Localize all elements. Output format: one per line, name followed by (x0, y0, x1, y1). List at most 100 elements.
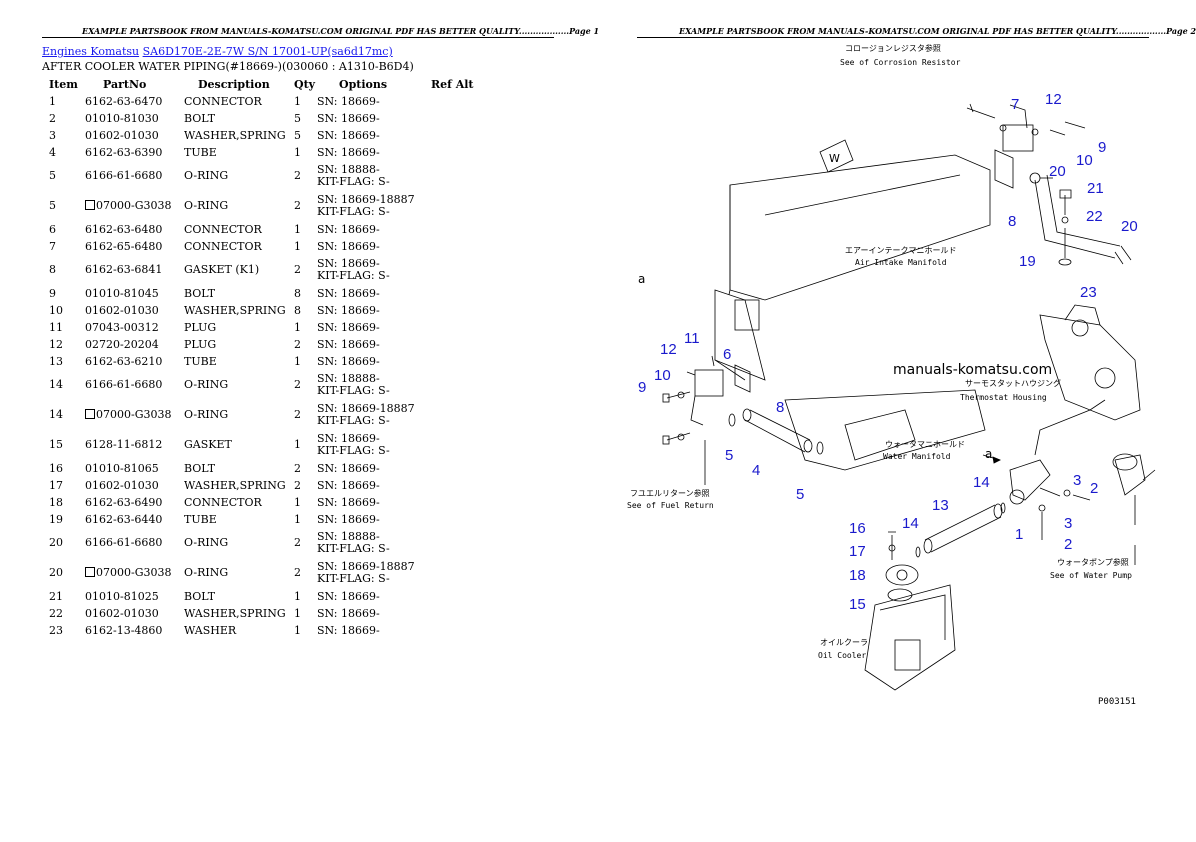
cell-description-text: GASKET (K1) (184, 263, 260, 276)
cell-description: BOLT (184, 285, 294, 302)
cell-options-sn: SN: 18669- (317, 432, 380, 445)
cell-partno: 07000-G3038 (85, 191, 184, 221)
cell-item-text: 16 (49, 461, 63, 475)
cell-qty: 1 (294, 588, 317, 605)
cell-description: WASHER,SPRING (184, 127, 294, 144)
cell-ref-alt (431, 511, 474, 528)
callout-7: 7 (1011, 96, 1019, 113)
cell-qty-text: 8 (294, 286, 301, 300)
cell-item-text: 23 (49, 623, 63, 637)
cell-ref-alt (431, 605, 474, 622)
cell-partno-text: 6162-63-6490 (85, 495, 163, 509)
cell-qty-text: 1 (294, 495, 301, 509)
parts-table: Item PartNo Description Qty Options Ref … (42, 76, 474, 639)
cell-item-text: 5 (49, 199, 56, 212)
figure-id: P003151 (1098, 697, 1136, 707)
cell-item: 14 (42, 400, 85, 430)
callout-12: 12 (660, 341, 677, 358)
water-pump-label: See of Water Pump (1050, 571, 1132, 580)
cell-qty: 1 (294, 93, 317, 110)
cell-item: 20 (42, 558, 85, 588)
cell-description: WASHER,SPRING (184, 605, 294, 622)
cell-partno: 07043-00312 (85, 319, 184, 336)
cell-partno: 01602-01030 (85, 477, 184, 494)
cell-qty: 1 (294, 430, 317, 460)
cell-qty: 2 (294, 336, 317, 353)
cell-qty: 1 (294, 238, 317, 255)
cell-ref-alt (431, 558, 474, 588)
breadcrumb-link-engines[interactable]: Engines Komatsu (42, 45, 140, 58)
cell-partno-text: 07043-00312 (85, 320, 159, 334)
cell-partno: 01602-01030 (85, 302, 184, 319)
cell-ref-alt (431, 494, 474, 511)
cell-options: SN: 18888-KIT-FLAG: S- (317, 528, 431, 558)
cell-description-text: TUBE (184, 512, 217, 526)
cell-partno-text: 01602-01030 (85, 128, 159, 142)
cell-options-sn: SN: 18669- (317, 222, 380, 236)
cell-options-sn: SN: 18669- (317, 623, 380, 637)
air-intake-manifold-label: Air Intake Manifold (855, 258, 947, 267)
cell-partno: 6128-11-6812 (85, 430, 184, 460)
svg-text:W: W (829, 152, 840, 165)
cell-qty-text: 1 (294, 222, 301, 236)
checkbox-icon (85, 200, 95, 210)
cell-options: SN: 18669- (317, 319, 431, 336)
cell-description-text: PLUG (184, 320, 217, 334)
callout-12: 12 (1045, 91, 1062, 108)
cell-description-text: PLUG (184, 337, 217, 351)
cell-partno-text: 07000-G3038 (96, 566, 172, 579)
callout-2: 2 (1090, 480, 1098, 497)
cell-options-kit-flag: KIT-FLAG: S- (317, 542, 390, 555)
cell-partno: 07000-G3038 (85, 558, 184, 588)
cell-options-sn: SN: 18669- (317, 354, 380, 368)
cell-qty-text: 1 (294, 438, 301, 451)
cell-ref-alt (431, 336, 474, 353)
callout-18: 18 (849, 567, 866, 584)
cell-options-sn: SN: 18669- (317, 589, 380, 603)
water-manifold-label: Water Manifold (883, 452, 951, 461)
callout-4: 4 (752, 462, 760, 479)
callout-17: 17 (849, 543, 866, 560)
cell-qty-text: 2 (294, 337, 301, 351)
cell-item-text: 21 (49, 589, 63, 603)
cell-partno-text: 01010-81065 (85, 461, 159, 475)
thermostat-housing-label: Thermostat Housing (960, 393, 1047, 402)
cell-partno: 01010-81065 (85, 460, 184, 477)
breadcrumb-link-model[interactable]: SA6D170E-2E-7W S/N 17001-UP(sa6d17mc) (142, 45, 393, 58)
cell-ref-alt (431, 302, 474, 319)
page-title: AFTER COOLER WATER PIPING(#18669-)(03006… (42, 60, 414, 73)
cell-item-text: 4 (49, 145, 56, 159)
cell-description-text: WASHER (184, 623, 237, 637)
cell-partno-text: 07000-G3038 (96, 199, 172, 212)
callout-8: 8 (776, 399, 784, 416)
cell-item-text: 19 (49, 512, 63, 526)
cell-qty: 1 (294, 511, 317, 528)
cell-options: SN: 18669- (317, 477, 431, 494)
cell-description-text: WASHER,SPRING (184, 606, 286, 620)
cell-item-text: 20 (49, 536, 63, 549)
cell-partno-text: 6128-11-6812 (85, 438, 163, 451)
cell-description-text: BOLT (184, 461, 216, 475)
column-header-qty: Qty (294, 78, 316, 91)
cell-ref-alt (431, 588, 474, 605)
cell-ref-alt (431, 191, 474, 221)
cell-description: GASKET (184, 430, 294, 460)
exploded-parts-diagram: W (627, 43, 1156, 707)
cell-qty-text: 2 (294, 199, 301, 212)
water-pump-jp-label: ウォータポンプ参照 (1057, 557, 1129, 567)
cell-item: 17 (42, 477, 85, 494)
cell-partno: 6166-61-6680 (85, 370, 184, 400)
cell-qty-text: 8 (294, 303, 301, 317)
reference-letter: a (985, 447, 992, 461)
cell-qty: 8 (294, 285, 317, 302)
cell-options-kit-flag: KIT-FLAG: S- (317, 175, 390, 188)
cell-description-text: BOLT (184, 111, 216, 125)
fuel-return-jp-label: フユエルリターン参照 (630, 488, 710, 498)
